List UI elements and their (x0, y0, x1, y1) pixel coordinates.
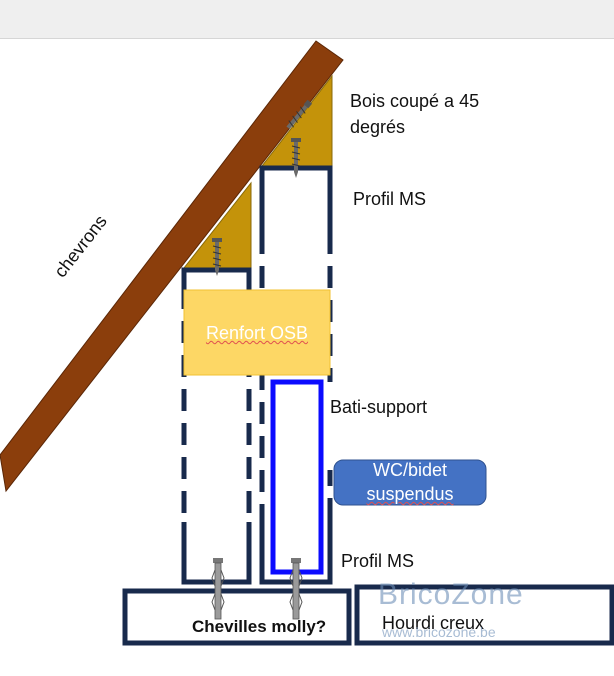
label-anchors: Chevilles molly? (192, 617, 327, 636)
label-cut-wood: Bois coupé a 45 (350, 91, 480, 111)
hollow-block-left (122, 588, 352, 646)
label-profile-bottom: Profil MS (341, 551, 415, 571)
top-toolbar-strip (0, 0, 614, 39)
watermark-url: www.bricozone.be (382, 624, 496, 640)
screw-icon (286, 99, 313, 130)
label-profile-top: Profil MS (353, 189, 427, 209)
wc-callout-box (333, 459, 487, 506)
label-osb: Renfort OSB (205, 323, 309, 343)
label-cut-wood-line2: degrés (350, 117, 406, 137)
label-frame: Bati-support (330, 397, 428, 417)
rafter-beam (0, 40, 344, 493)
screw-icon (291, 138, 301, 178)
molly-anchor-icon (211, 558, 225, 620)
hollow-block-right (354, 584, 614, 646)
osb-panel (183, 289, 331, 376)
watermark-brand: BricoZone (378, 578, 524, 611)
wc-support-frame (270, 379, 324, 575)
screw-icon (212, 238, 222, 276)
label-hollow-block: Hourdi creux (382, 613, 485, 633)
label-wc: WC/bidet (372, 460, 448, 480)
label-wc-line2: suspendus (366, 484, 454, 504)
molly-anchor-icon (289, 558, 303, 620)
